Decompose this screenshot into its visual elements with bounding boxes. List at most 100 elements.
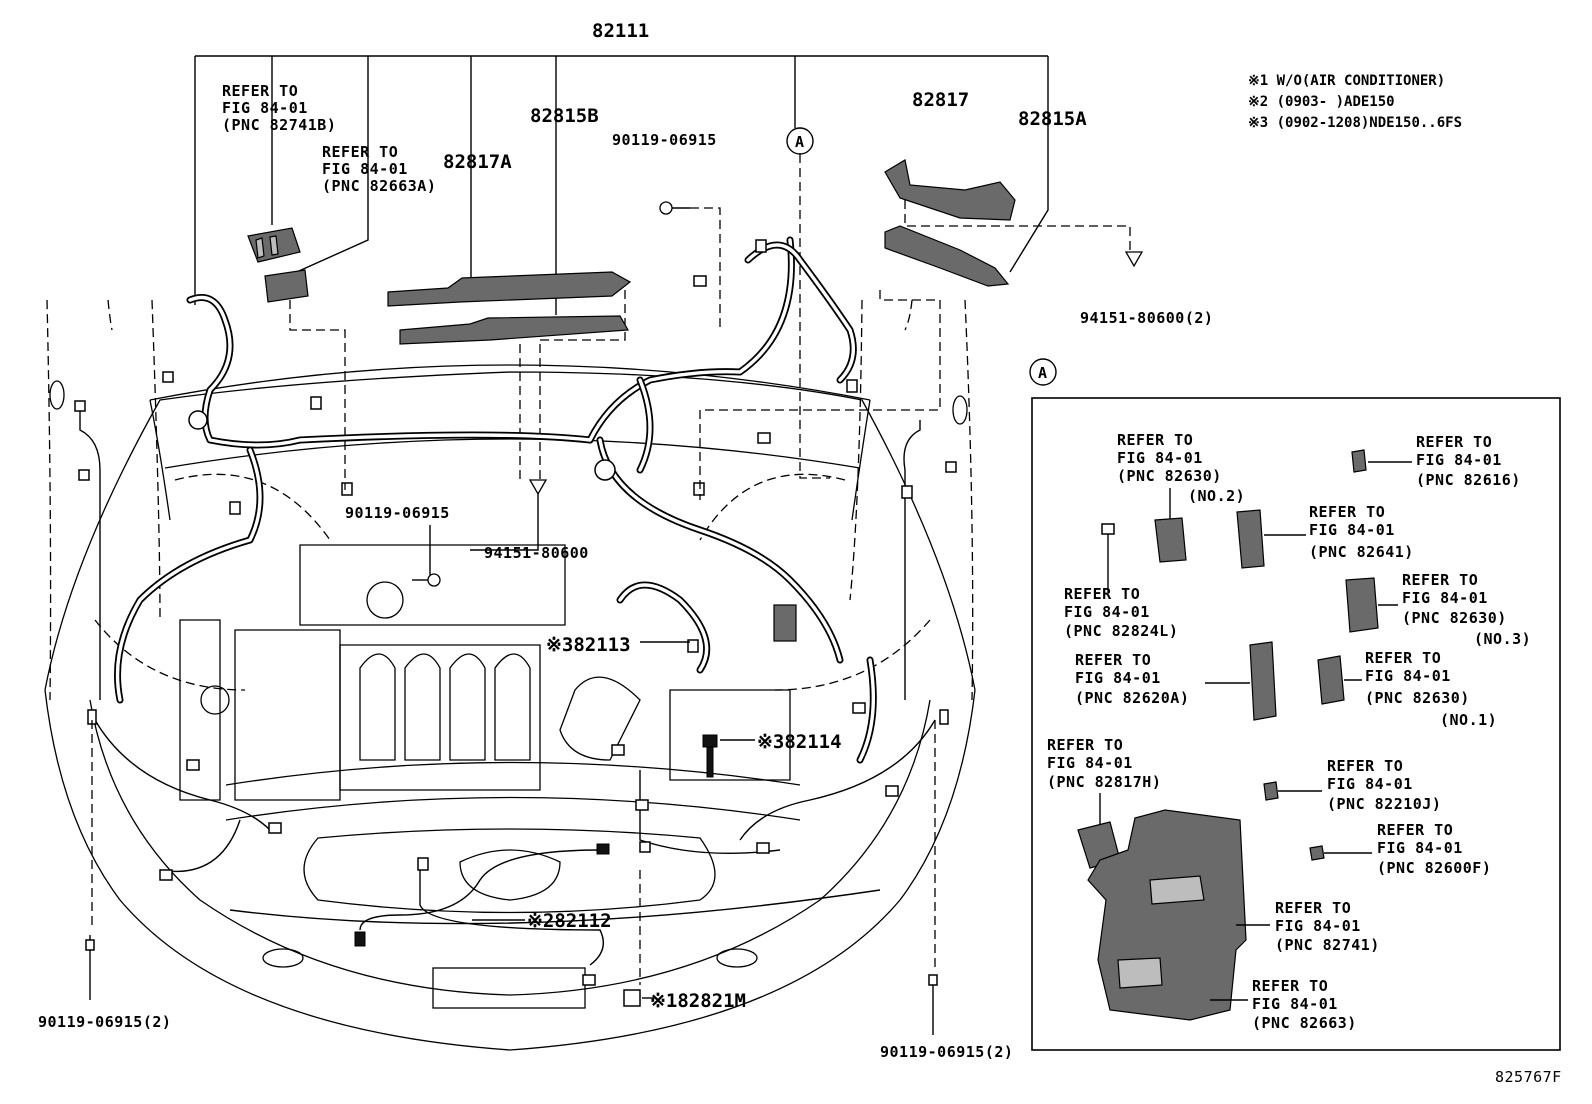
ref-line: FIG 84-01: [1047, 754, 1133, 772]
marker-a-circle: A: [786, 127, 830, 479]
ref-line: FIG 84-01: [1064, 603, 1150, 621]
ref-line: FIG 84-01: [1075, 669, 1161, 687]
inset-marker-label: A: [1038, 364, 1048, 382]
ref-line: FIG 84-01: [1252, 995, 1338, 1013]
ref-line: (PNC 82817H): [1047, 773, 1161, 791]
ref-line: REFER TO: [1117, 431, 1193, 449]
notes-block: ※1 W/O(AIR CONDITIONER) ※2 (0903- )ADE15…: [1248, 73, 1462, 131]
ref-line: REFER TO: [1377, 821, 1453, 839]
ref-line: FIG 84-01: [1365, 667, 1451, 685]
ref-line: FIG 84-01: [1275, 917, 1361, 935]
bolt-right-icon: [928, 720, 938, 1035]
refer-line: (PNC 82663A): [322, 177, 436, 195]
clip-right-icon: [1124, 251, 1144, 268]
inset-ref-82824L: REFER TO FIG 84-01 (PNC 82824L): [1064, 585, 1178, 640]
marker-a-label: A: [795, 133, 805, 151]
refer-line: FIG 84-01: [222, 99, 308, 117]
callout-bolt-right: 90119-06915(2): [880, 1043, 1013, 1061]
ref-line: REFER TO: [1275, 899, 1351, 917]
bolt-top-icon: [659, 201, 721, 330]
relay-block-82663A: [264, 269, 309, 303]
callout-82817A: 82817A: [443, 151, 512, 173]
callout-82815A: 82815A: [1018, 108, 1087, 130]
refer-line: FIG 84-01: [322, 160, 408, 178]
callout-bolt-mid: 90119-06915: [345, 504, 450, 587]
inset-ref-82741: REFER TO FIG 84-01 (PNC 82741): [1275, 899, 1380, 954]
ref-line: FIG 84-01: [1402, 589, 1488, 607]
note-line: ※1 W/O(AIR CONDITIONER): [1248, 73, 1445, 89]
inset-ref-82630-no2: REFER TO FIG 84-01 (PNC 82630) (NO.2): [1117, 431, 1245, 505]
inset-part-82210J: [1263, 781, 1279, 801]
figure-id: 825767F: [1495, 1068, 1562, 1086]
callout-bolt-top: 90119-06915: [612, 131, 717, 149]
callout-bolt-mid-label: 90119-06915: [345, 504, 450, 522]
refer-line: (PNC 82741B): [222, 116, 336, 134]
ref-line: (PNC 82663): [1252, 1014, 1357, 1032]
ref-line: (PNC 82641): [1309, 543, 1414, 561]
protector-82817A: [387, 271, 632, 341]
wire-harness: [79, 236, 936, 966]
ref-line: FIG 84-01: [1327, 775, 1413, 793]
inset-part-82616: [1351, 449, 1367, 473]
ref-line: REFER TO: [1075, 651, 1151, 669]
inset-ref-82817H: REFER TO FIG 84-01 (PNC 82817H): [1047, 736, 1161, 791]
ref-line: REFER TO: [1327, 757, 1403, 775]
ref-line: (PNC 82630): [1402, 609, 1507, 627]
ref-line: (PNC 82620A): [1075, 689, 1189, 707]
ref-line: (PNC 82210J): [1327, 795, 1441, 813]
callout-82817: 82817: [912, 89, 969, 111]
cover-82817: [884, 159, 1131, 258]
inset-ref-82663: REFER TO FIG 84-01 (PNC 82663): [1252, 977, 1357, 1032]
relay-block-82741B: [247, 227, 301, 263]
refer-line: REFER TO: [222, 82, 298, 100]
inset-ref-82641: REFER TO FIG 84-01 (PNC 82641): [1309, 503, 1414, 561]
inset-ref-82600F: REFER TO FIG 84-01 (PNC 82600F): [1377, 821, 1491, 877]
callout-clip-mid-label: 94151-80600: [484, 544, 589, 562]
refer-line: REFER TO: [322, 143, 398, 161]
ref-line: (PNC 82741): [1275, 936, 1380, 954]
ref-line: (NO.1): [1440, 711, 1497, 729]
callout-bolt-left: 90119-06915(2): [38, 1013, 171, 1031]
callout-82821M: ※182821M: [650, 990, 746, 1012]
ref-line: REFER TO: [1416, 433, 1492, 451]
ref-line: (NO.3): [1474, 630, 1531, 648]
ref-line: (NO.2): [1188, 487, 1245, 505]
callout-82815B: 82815B: [530, 105, 599, 127]
inset-a: A REFER TO FIG 84-01 (PNC 82630) (NO.2) …: [1029, 358, 1561, 1051]
callout-82112: ※282112: [527, 910, 612, 932]
protector-82815B: [399, 315, 629, 480]
refer-82663A: REFER TO FIG 84-01 (PNC 82663A): [322, 143, 436, 195]
ref-line: FIG 84-01: [1416, 451, 1502, 469]
cover-82815A: [884, 225, 1010, 287]
ref-line: REFER TO: [1402, 571, 1478, 589]
ref-line: (PNC 82630): [1365, 689, 1470, 707]
inset-ref-82620A: REFER TO FIG 84-01 (PNC 82620A): [1075, 651, 1189, 707]
callout-82114: ※382114: [757, 731, 842, 753]
inset-part-82824L: [1101, 523, 1115, 535]
inset-part-82620A: [1249, 641, 1277, 721]
inset-ref-82616: REFER TO FIG 84-01 (PNC 82616): [1416, 433, 1520, 489]
inset-part-82630-no2: [1154, 517, 1187, 563]
inset-ref-82210J: REFER TO FIG 84-01 (PNC 82210J): [1327, 757, 1441, 813]
inset-part-82600F: [1309, 845, 1325, 861]
harness-callout-tree: 82111: [194, 20, 1049, 315]
refer-82741B: REFER TO FIG 84-01 (PNC 82741B): [222, 82, 336, 134]
ref-line: FIG 84-01: [1117, 449, 1203, 467]
callout-clip-mid: 94151-80600: [470, 479, 589, 562]
vehicle-body-outline: [44, 299, 976, 1051]
callout-82113: ※382113: [546, 634, 631, 656]
ref-line: FIG 84-01: [1309, 521, 1395, 539]
ref-line: REFER TO: [1047, 736, 1123, 754]
harness-connectors: [74, 239, 957, 986]
inset-ref-82630-no1: REFER TO FIG 84-01 (PNC 82630) (NO.1): [1365, 649, 1497, 729]
ref-line: (PNC 82630): [1117, 467, 1222, 485]
relay-82821M-icon: [623, 870, 655, 1007]
engine-block: [179, 544, 791, 801]
ref-line: FIG 84-01: [1377, 839, 1463, 857]
inset-ref-82630-no3: REFER TO FIG 84-01 (PNC 82630) (NO.3): [1402, 571, 1531, 648]
bolt-left-icon: [85, 720, 95, 1000]
inset-part-82630-no1: [1317, 655, 1345, 705]
inset-relay-box: [1077, 809, 1247, 1021]
